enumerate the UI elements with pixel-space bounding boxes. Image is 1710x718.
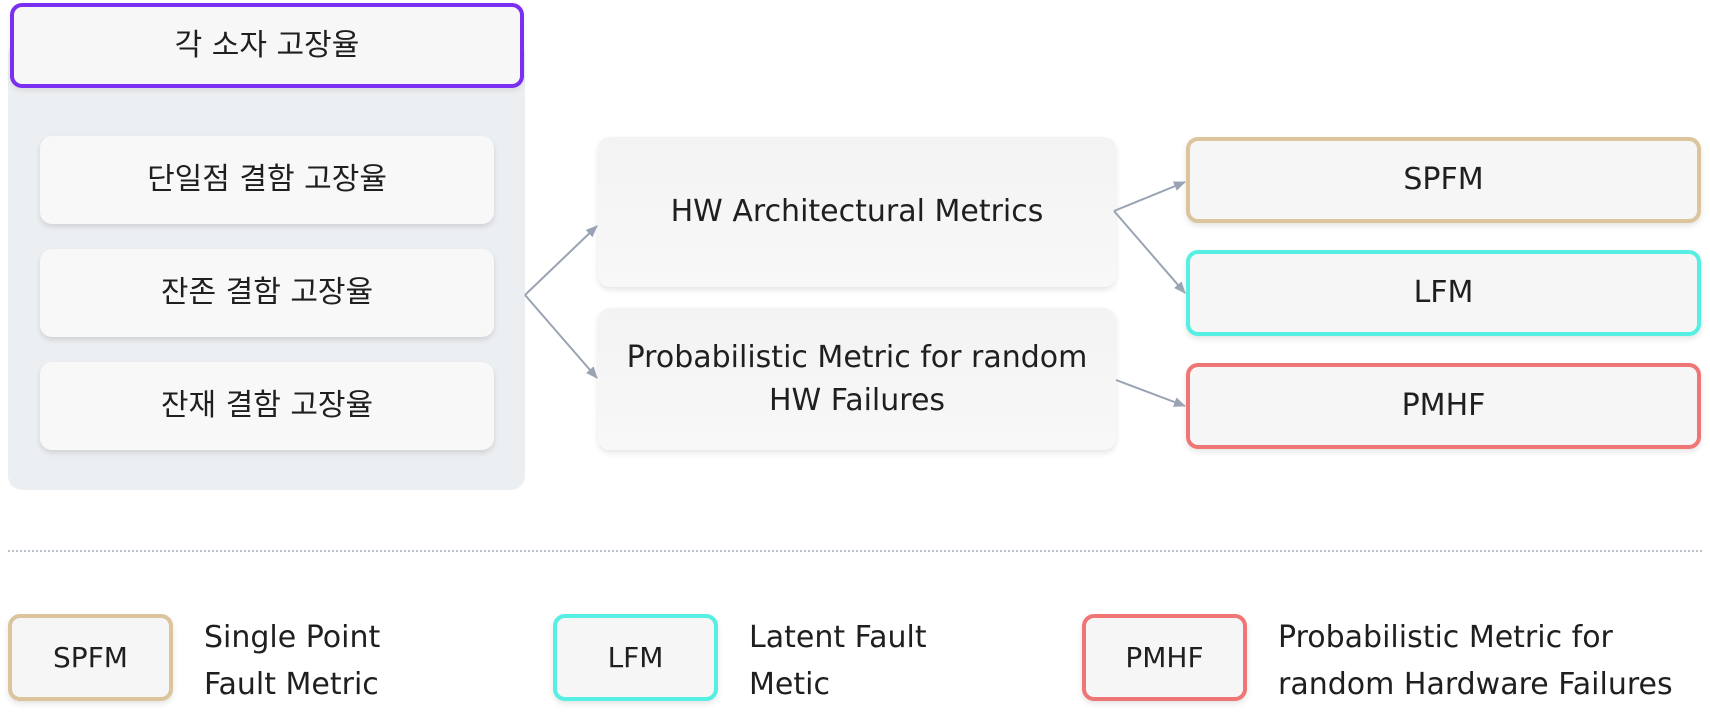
spfm-output-label: SPFM xyxy=(1403,162,1484,198)
legend-lfm-line1: Latent Fault xyxy=(749,620,927,655)
legend-spfm-key-label: SPFM xyxy=(53,641,128,674)
legend-lfm-key-label: LFM xyxy=(607,641,664,674)
legend-divider xyxy=(8,550,1702,552)
spfm-output-box: SPFM xyxy=(1186,137,1701,223)
single-point-fault-rate-box: 단일점 결함 고장율 xyxy=(40,136,494,224)
latent-fault-rate-label: 잔재 결함 고장율 xyxy=(160,388,374,424)
legend-lfm-key: LFM xyxy=(553,614,718,701)
pmhf-output-box: PMHF xyxy=(1186,363,1701,449)
legend-spfm-description: Single Point Fault Metric xyxy=(204,614,380,708)
residual-fault-rate-box: 잔존 결함 고장율 xyxy=(40,249,494,337)
arrow-to-pmhf xyxy=(1115,379,1186,407)
probabilistic-metric-box: Probabilistic Metric for random HW Failu… xyxy=(598,308,1116,450)
hw-architectural-metrics-label: HW Architectural Metrics xyxy=(670,194,1044,230)
component-failure-rate-label: 각 소자 고장율 xyxy=(174,27,360,63)
arrow-to-architectural xyxy=(524,225,598,296)
legend-spfm-line2: Fault Metric xyxy=(204,667,379,702)
arrow-to-spfm xyxy=(1113,181,1186,212)
legend-pmhf-line1: Probabilistic Metric for xyxy=(1278,620,1613,655)
legend-pmhf-key: PMHF xyxy=(1082,614,1247,701)
legend-pmhf-line2: random Hardware Failures xyxy=(1278,667,1673,702)
component-failure-rate-header: 각 소자 고장율 xyxy=(10,3,524,88)
residual-fault-rate-label: 잔존 결함 고장율 xyxy=(160,275,374,311)
latent-fault-rate-box: 잔재 결함 고장율 xyxy=(40,362,494,450)
lfm-output-label: LFM xyxy=(1413,275,1474,311)
hw-architectural-metrics-box: HW Architectural Metrics xyxy=(598,137,1116,287)
legend-pmhf-key-label: PMHF xyxy=(1125,641,1204,674)
pmhf-output-label: PMHF xyxy=(1401,388,1486,424)
probabilistic-metric-label-line2: HW Failures xyxy=(768,383,946,418)
probabilistic-metric-label-line1: Probabilistic Metric for random xyxy=(626,339,1088,375)
legend-spfm-key: SPFM xyxy=(8,614,173,701)
arrow-to-probabilistic xyxy=(524,294,598,379)
legend-spfm-line1: Single Point xyxy=(204,620,381,655)
legend-pmhf-description: Probabilistic Metric for random Hardware… xyxy=(1278,614,1673,708)
single-point-fault-rate-label: 단일점 결함 고장율 xyxy=(147,162,387,198)
legend-lfm-line2: Metic xyxy=(749,667,830,702)
lfm-output-box: LFM xyxy=(1186,250,1701,336)
arrow-to-lfm xyxy=(1113,210,1186,294)
legend-lfm-description: Latent Fault Metic xyxy=(749,614,927,708)
